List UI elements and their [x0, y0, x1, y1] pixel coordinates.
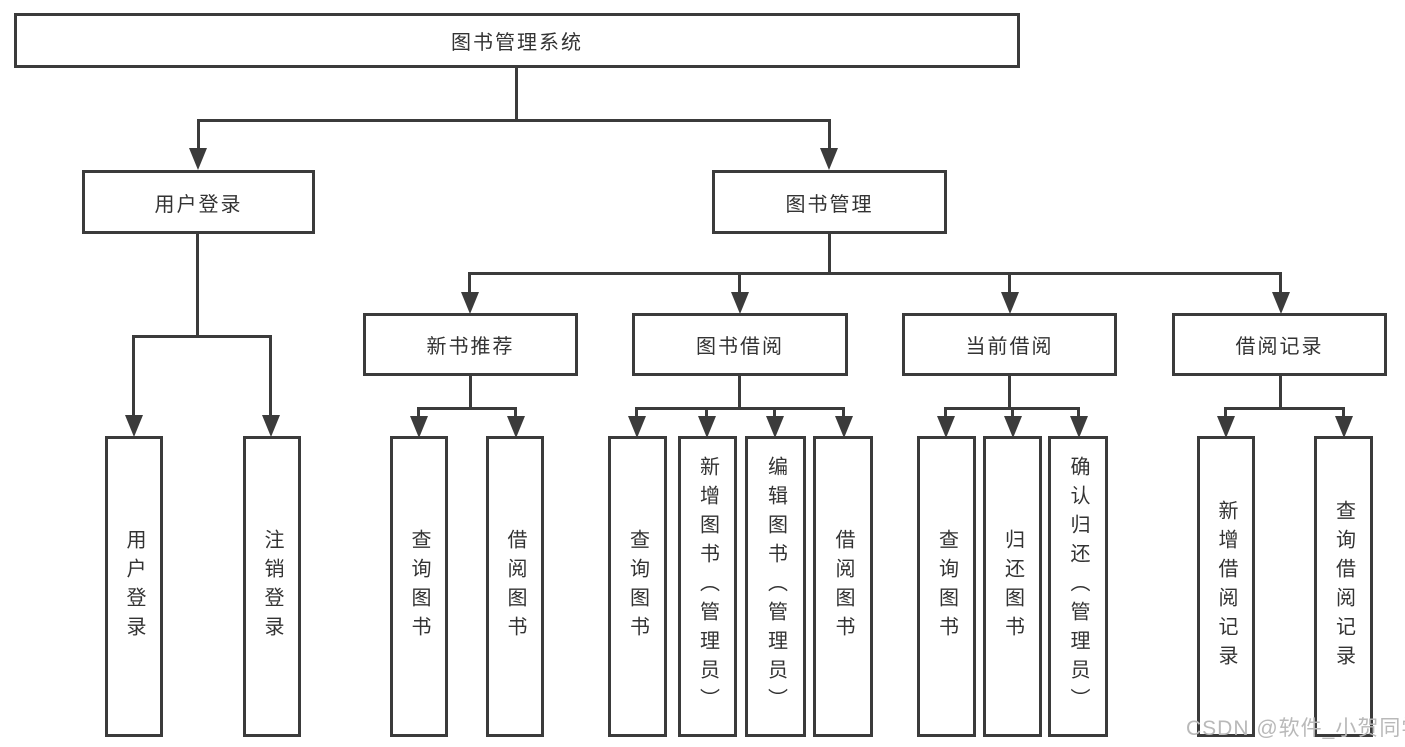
node-user-login-leaf: 用户登录 — [105, 436, 163, 737]
node-label: 归还图书 — [1001, 528, 1024, 645]
node-user-login: 用户登录 — [82, 170, 315, 234]
connector-line — [1224, 407, 1345, 410]
connector-line — [828, 234, 831, 274]
connector-line — [197, 119, 831, 122]
arrow-down-icon — [1217, 416, 1235, 438]
connector-line — [738, 272, 741, 295]
node-borrow-records: 借阅记录 — [1172, 313, 1387, 376]
connector-line — [1077, 407, 1080, 420]
connector-line — [417, 407, 420, 420]
connector-line — [635, 407, 638, 420]
connector-line — [773, 407, 776, 420]
connector-line — [468, 272, 471, 295]
csdn-watermark: CSDN @软件_小贺同学 — [1186, 717, 1405, 740]
node-bb-borrow-book: 借阅图书 — [813, 436, 873, 737]
node-new-book-recommend: 新书推荐 — [363, 313, 578, 376]
connector-line — [842, 407, 845, 420]
connector-line — [132, 335, 135, 418]
arrow-down-icon — [410, 416, 428, 438]
node-current-borrowing: 当前借阅 — [902, 313, 1117, 376]
arrow-down-icon — [766, 416, 784, 438]
node-nb-borrow-book: 借阅图书 — [486, 436, 544, 737]
node-label: 新增图书（管理员） — [696, 456, 719, 717]
node-label: 注销登录 — [261, 528, 283, 645]
connector-line — [197, 119, 200, 152]
node-label: 编辑图书（管理员） — [764, 456, 787, 717]
connector-line — [469, 376, 472, 409]
arrow-down-icon — [1070, 416, 1088, 438]
node-label: 图书管理 — [785, 193, 874, 216]
connector-line — [705, 407, 708, 420]
node-label: 查询图书 — [626, 528, 649, 645]
connector-line — [1279, 376, 1282, 409]
arrow-down-icon — [125, 415, 143, 437]
connector-line — [635, 407, 845, 410]
node-label: 查询借阅记录 — [1332, 499, 1355, 674]
node-label: 图书管理系统 — [451, 32, 583, 54]
connector-line — [515, 68, 518, 121]
connector-line — [132, 335, 272, 338]
node-nb-query-book: 查询图书 — [390, 436, 448, 737]
arrow-down-icon — [1272, 292, 1290, 314]
arrow-down-icon — [1335, 416, 1353, 438]
connector-line — [514, 407, 517, 420]
connector-line — [944, 407, 947, 420]
arrow-down-icon — [1001, 292, 1019, 314]
arrow-down-icon — [461, 292, 479, 314]
arrow-down-icon — [189, 148, 207, 170]
node-label: 新增借阅记录 — [1215, 499, 1237, 674]
node-library-system: 图书管理系统 — [14, 13, 1020, 68]
connector-line — [828, 119, 831, 152]
connector-line — [1008, 376, 1011, 409]
node-label: 借阅图书 — [832, 528, 854, 645]
connector-line — [269, 335, 272, 418]
node-bb-edit-book-admin: 编辑图书（管理员） — [745, 436, 806, 737]
connector-line — [1008, 272, 1011, 295]
node-br-add-record: 新增借阅记录 — [1197, 436, 1255, 737]
connector-line — [196, 234, 199, 337]
connector-line — [468, 272, 1282, 275]
node-book-borrowing: 图书借阅 — [632, 313, 848, 376]
node-label: 用户登录 — [154, 193, 243, 216]
node-label: 确认归还（管理员） — [1067, 456, 1089, 717]
arrow-down-icon — [835, 416, 853, 438]
arrow-down-icon — [820, 148, 838, 170]
node-cb-query-book: 查询图书 — [917, 436, 976, 737]
arrow-down-icon — [262, 415, 280, 437]
node-label: 新书推荐 — [426, 336, 515, 358]
connector-line — [1342, 407, 1345, 420]
node-cb-return-book: 归还图书 — [983, 436, 1042, 737]
node-logout: 注销登录 — [243, 436, 301, 737]
node-bb-add-book-admin: 新增图书（管理员） — [678, 436, 737, 737]
node-label: 借阅图书 — [504, 528, 526, 645]
arrow-down-icon — [698, 416, 716, 438]
node-label: 查询图书 — [935, 528, 958, 645]
node-label: 用户登录 — [123, 528, 145, 645]
arrow-down-icon — [1004, 416, 1022, 438]
connector-line — [1279, 272, 1282, 295]
node-book-management: 图书管理 — [712, 170, 947, 234]
connector-line — [1224, 407, 1227, 420]
connector-line — [417, 407, 517, 410]
arrow-down-icon — [628, 416, 646, 438]
node-br-query-record: 查询借阅记录 — [1314, 436, 1373, 737]
arrow-down-icon — [731, 292, 749, 314]
connector-line — [1011, 407, 1014, 420]
node-label: 查询图书 — [408, 528, 430, 645]
node-label: 图书借阅 — [696, 336, 784, 358]
node-label: 借阅记录 — [1235, 336, 1324, 358]
node-cb-confirm-return-admin: 确认归还（管理员） — [1048, 436, 1108, 737]
connector-line — [738, 376, 741, 409]
node-bb-query-book: 查询图书 — [608, 436, 667, 737]
arrow-down-icon — [937, 416, 955, 438]
arrow-down-icon — [507, 416, 525, 438]
node-label: 当前借阅 — [965, 336, 1054, 358]
